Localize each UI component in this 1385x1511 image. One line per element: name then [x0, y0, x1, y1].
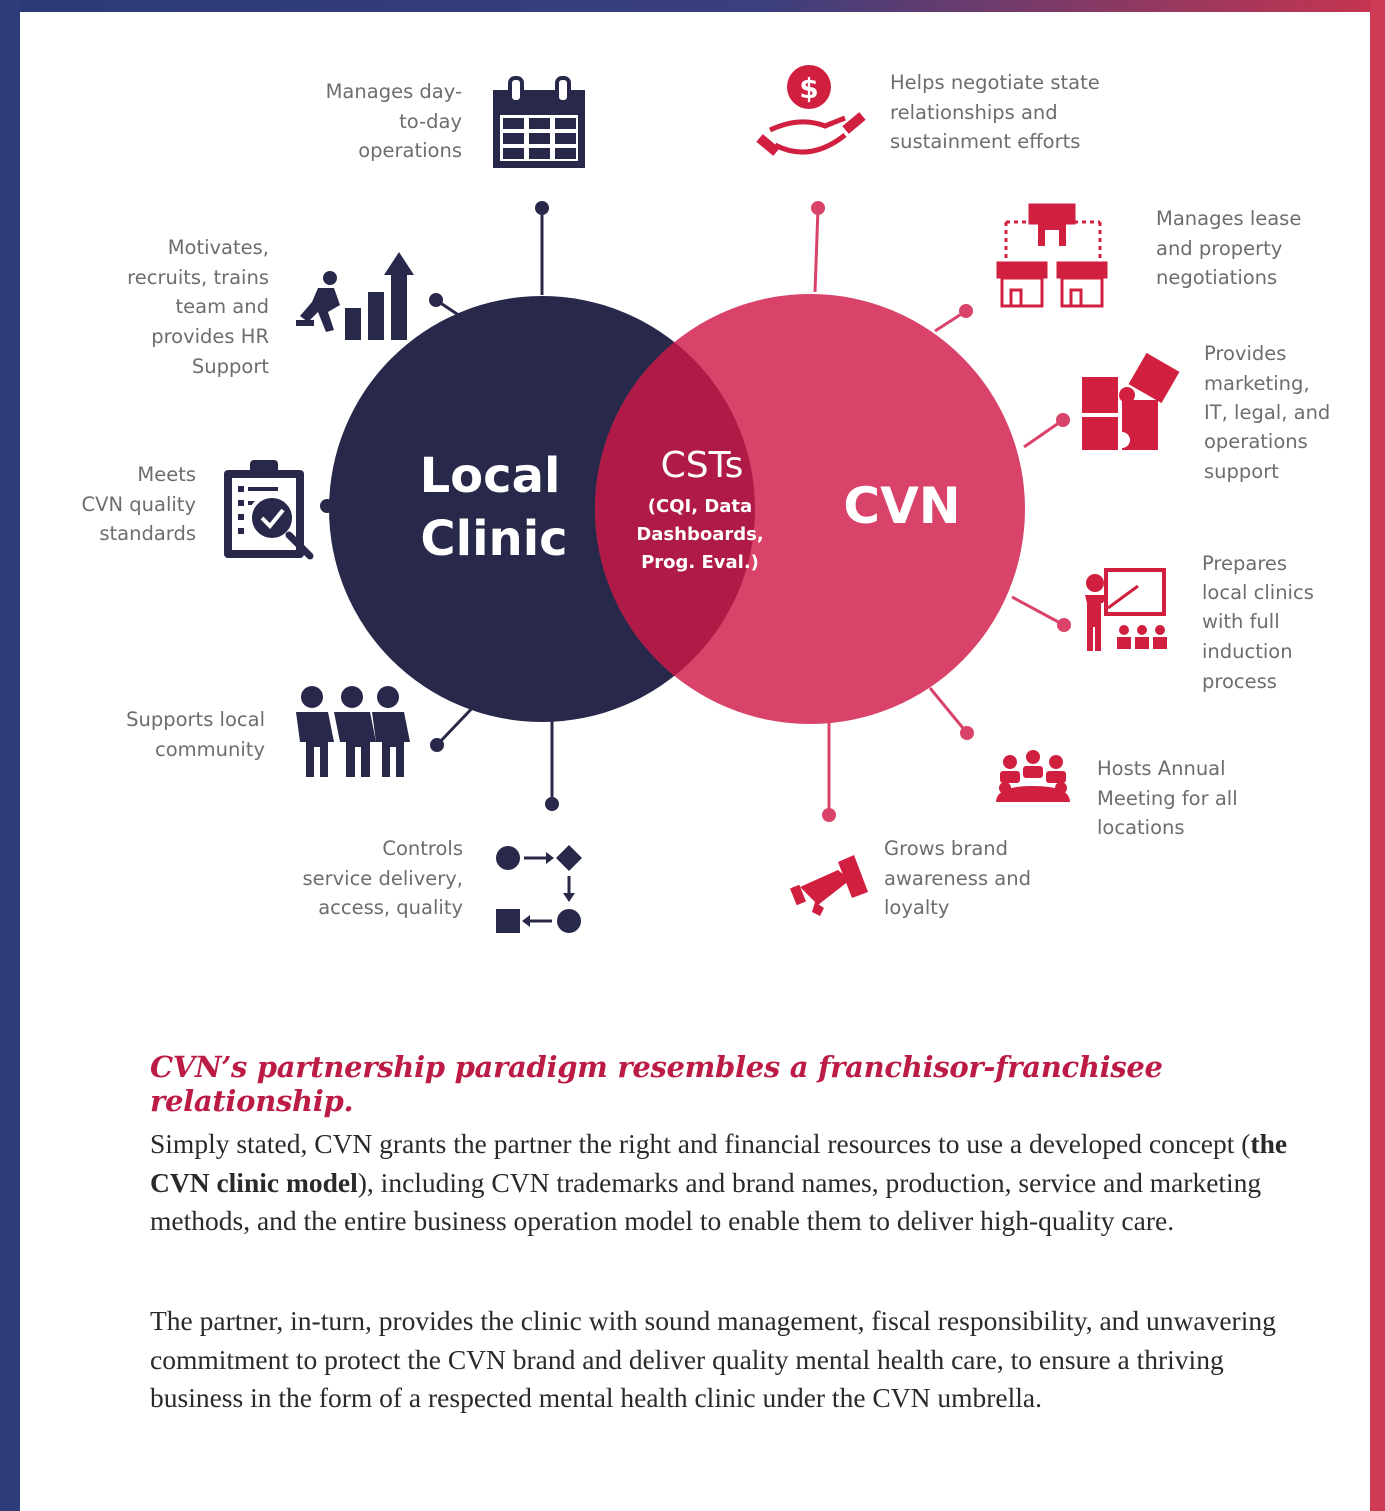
- svg-text:Motivates,: Motivates,: [168, 236, 269, 259]
- paragraph-1-bold: the CVN clinic model: [150, 1128, 1288, 1198]
- svg-text:community: community: [155, 738, 265, 761]
- top-border: [0, 0, 1385, 12]
- megaphone-icon: [789, 855, 868, 916]
- label-negotiate: Helps negotiate state relationships and …: [890, 71, 1100, 153]
- puzzle-icon: [1082, 352, 1180, 450]
- svg-text:Prepares: Prepares: [1202, 552, 1287, 575]
- label-hr: Motivates, recruits, trains team and pro…: [127, 236, 269, 378]
- svg-text:Helps negotiate state: Helps negotiate state: [890, 71, 1100, 94]
- paragraph-1: Simply stated, CVN grants the partner th…: [150, 1125, 1310, 1241]
- svg-text:operations: operations: [358, 139, 462, 162]
- svg-text:Support: Support: [192, 355, 269, 378]
- clipboard-check-icon: [224, 460, 314, 560]
- label-induction: Prepares local clinics with full inducti…: [1202, 552, 1314, 693]
- svg-text:marketing,: marketing,: [1204, 372, 1310, 395]
- svg-text:and property: and property: [1156, 237, 1282, 260]
- svg-text:recruits, trains: recruits, trains: [127, 266, 269, 289]
- label-brand: Grows brand awareness and loyalty: [884, 837, 1031, 919]
- training-icon: [1085, 568, 1167, 651]
- csts-title: CSTs: [661, 445, 744, 486]
- right-connectors: [811, 201, 1071, 822]
- svg-text:Provides: Provides: [1204, 342, 1286, 365]
- paragraph-2: The partner, in-turn, provides the clini…: [150, 1305, 1276, 1413]
- svg-text:team and: team and: [176, 295, 269, 318]
- svg-text:to-day: to-day: [399, 110, 462, 133]
- label-support: Provides marketing, IT, legal, and opera…: [1204, 342, 1330, 483]
- people-group-icon: [296, 686, 410, 777]
- svg-text:Meets: Meets: [137, 463, 196, 486]
- svg-text:standards: standards: [99, 522, 196, 545]
- headline: CVN’s partnership paradigm resembles a f…: [150, 1050, 1163, 1118]
- storefront-icon: [996, 203, 1108, 308]
- svg-text:Hosts Annual: Hosts Annual: [1097, 757, 1226, 780]
- svg-text:Meeting for all: Meeting for all: [1097, 787, 1238, 810]
- paragraph-1-end: ), including CVN trademarks and brand na…: [150, 1166, 1262, 1237]
- meeting-icon: [996, 750, 1070, 802]
- calendar-icon: [493, 76, 585, 168]
- local-clinic-label-2: Clinic: [420, 511, 567, 567]
- svg-text:support: support: [1204, 460, 1279, 483]
- growth-runner-icon: [296, 252, 414, 340]
- svg-text:relationships and: relationships and: [890, 101, 1058, 124]
- svg-text:$: $: [799, 72, 818, 105]
- paragraph-1-start: Simply stated, CVN grants the partner th…: [150, 1128, 1251, 1159]
- label-meeting: Hosts Annual Meeting for all locations: [1097, 757, 1238, 839]
- svg-text:locations: locations: [1097, 816, 1185, 839]
- label-community: Supports local community: [126, 708, 265, 761]
- label-lease: Manages lease and property negotiations: [1156, 207, 1301, 289]
- process-flow-icon: [496, 845, 582, 933]
- svg-text:service delivery,: service delivery,: [302, 867, 463, 890]
- svg-text:IT, legal, and: IT, legal, and: [1204, 401, 1330, 424]
- svg-text:Supports local: Supports local: [126, 708, 265, 731]
- left-border: [0, 0, 20, 1511]
- svg-text:operations: operations: [1204, 430, 1308, 453]
- svg-text:Controls: Controls: [382, 837, 463, 860]
- svg-text:with full: with full: [1202, 610, 1280, 633]
- cvn-label: CVN: [843, 477, 960, 535]
- svg-text:negotiations: negotiations: [1156, 266, 1277, 289]
- svg-text:induction: induction: [1202, 640, 1293, 663]
- csts-line-1: (CQI, Data: [648, 496, 752, 517]
- svg-text:local clinics: local clinics: [1202, 581, 1314, 604]
- label-quality: Meets CVN quality standards: [82, 463, 196, 545]
- overlap-region: [595, 296, 755, 722]
- svg-text:Grows brand: Grows brand: [884, 837, 1008, 860]
- svg-text:process: process: [1202, 670, 1277, 693]
- svg-text:Manages day-: Manages day-: [326, 80, 462, 103]
- svg-text:access, quality: access, quality: [318, 896, 463, 919]
- label-operations: Manages day- to-day operations: [326, 80, 462, 162]
- csts-line-3: Prog. Eval.): [641, 552, 759, 573]
- right-border: [1370, 0, 1385, 1511]
- svg-text:awareness and: awareness and: [884, 867, 1031, 890]
- svg-text:provides HR: provides HR: [151, 325, 269, 348]
- local-clinic-label-1: Local: [420, 448, 561, 504]
- svg-text:CVN quality: CVN quality: [82, 493, 196, 516]
- svg-text:loyalty: loyalty: [884, 896, 949, 919]
- money-hands-icon: $: [756, 65, 866, 156]
- csts-line-2: Dashboards,: [636, 524, 763, 545]
- svg-text:sustainment efforts: sustainment efforts: [890, 130, 1080, 153]
- label-delivery: Controls service delivery, access, quali…: [302, 837, 463, 919]
- svg-text:Manages lease: Manages lease: [1156, 207, 1301, 230]
- partnership-diagram: Local Clinic CVN CSTs (CQI, Data Dashboa…: [82, 65, 1330, 933]
